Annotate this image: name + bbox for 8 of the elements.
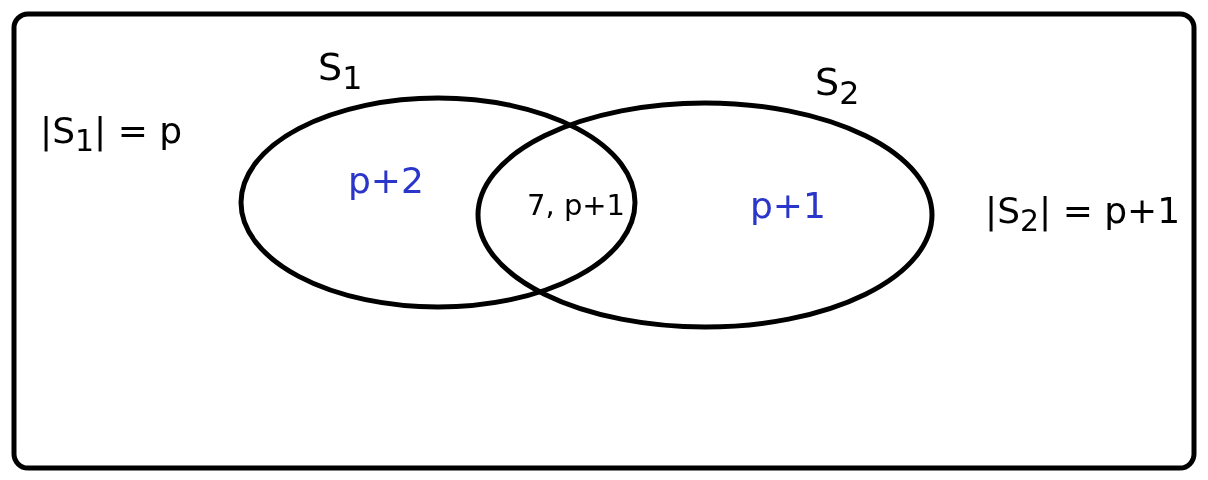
set-count: p+1	[750, 185, 826, 226]
set-name: S$_{2}$	[815, 60, 860, 111]
set-count: p+2	[348, 160, 424, 201]
cardinality-note: |S$_{1}$| = p	[40, 110, 183, 159]
intersection-note: 7, p+1	[527, 188, 626, 222]
cardinality-note: |S$_{2}$| = p+1	[985, 190, 1181, 239]
frame-box	[12, 12, 1196, 470]
set-name: S$_{1}$	[318, 45, 363, 96]
